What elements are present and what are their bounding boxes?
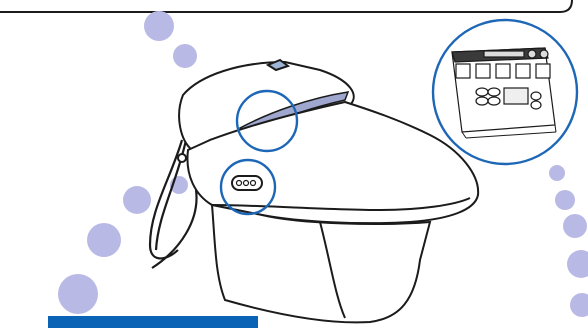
bubble-icon	[567, 250, 588, 278]
bubble-icon	[173, 44, 197, 68]
bubble-icon	[144, 11, 174, 41]
section-tab-bar	[48, 316, 258, 328]
bubble-icon	[87, 223, 121, 257]
bubble-icon	[563, 214, 587, 238]
bubble-icon	[570, 293, 588, 317]
bubble-icon	[123, 186, 151, 214]
remote-control-illustration	[433, 20, 577, 164]
bubble-icon	[58, 274, 98, 314]
top-banner-frame	[0, 0, 572, 12]
bubble-icon	[549, 165, 565, 181]
bubble-icon	[555, 190, 575, 210]
